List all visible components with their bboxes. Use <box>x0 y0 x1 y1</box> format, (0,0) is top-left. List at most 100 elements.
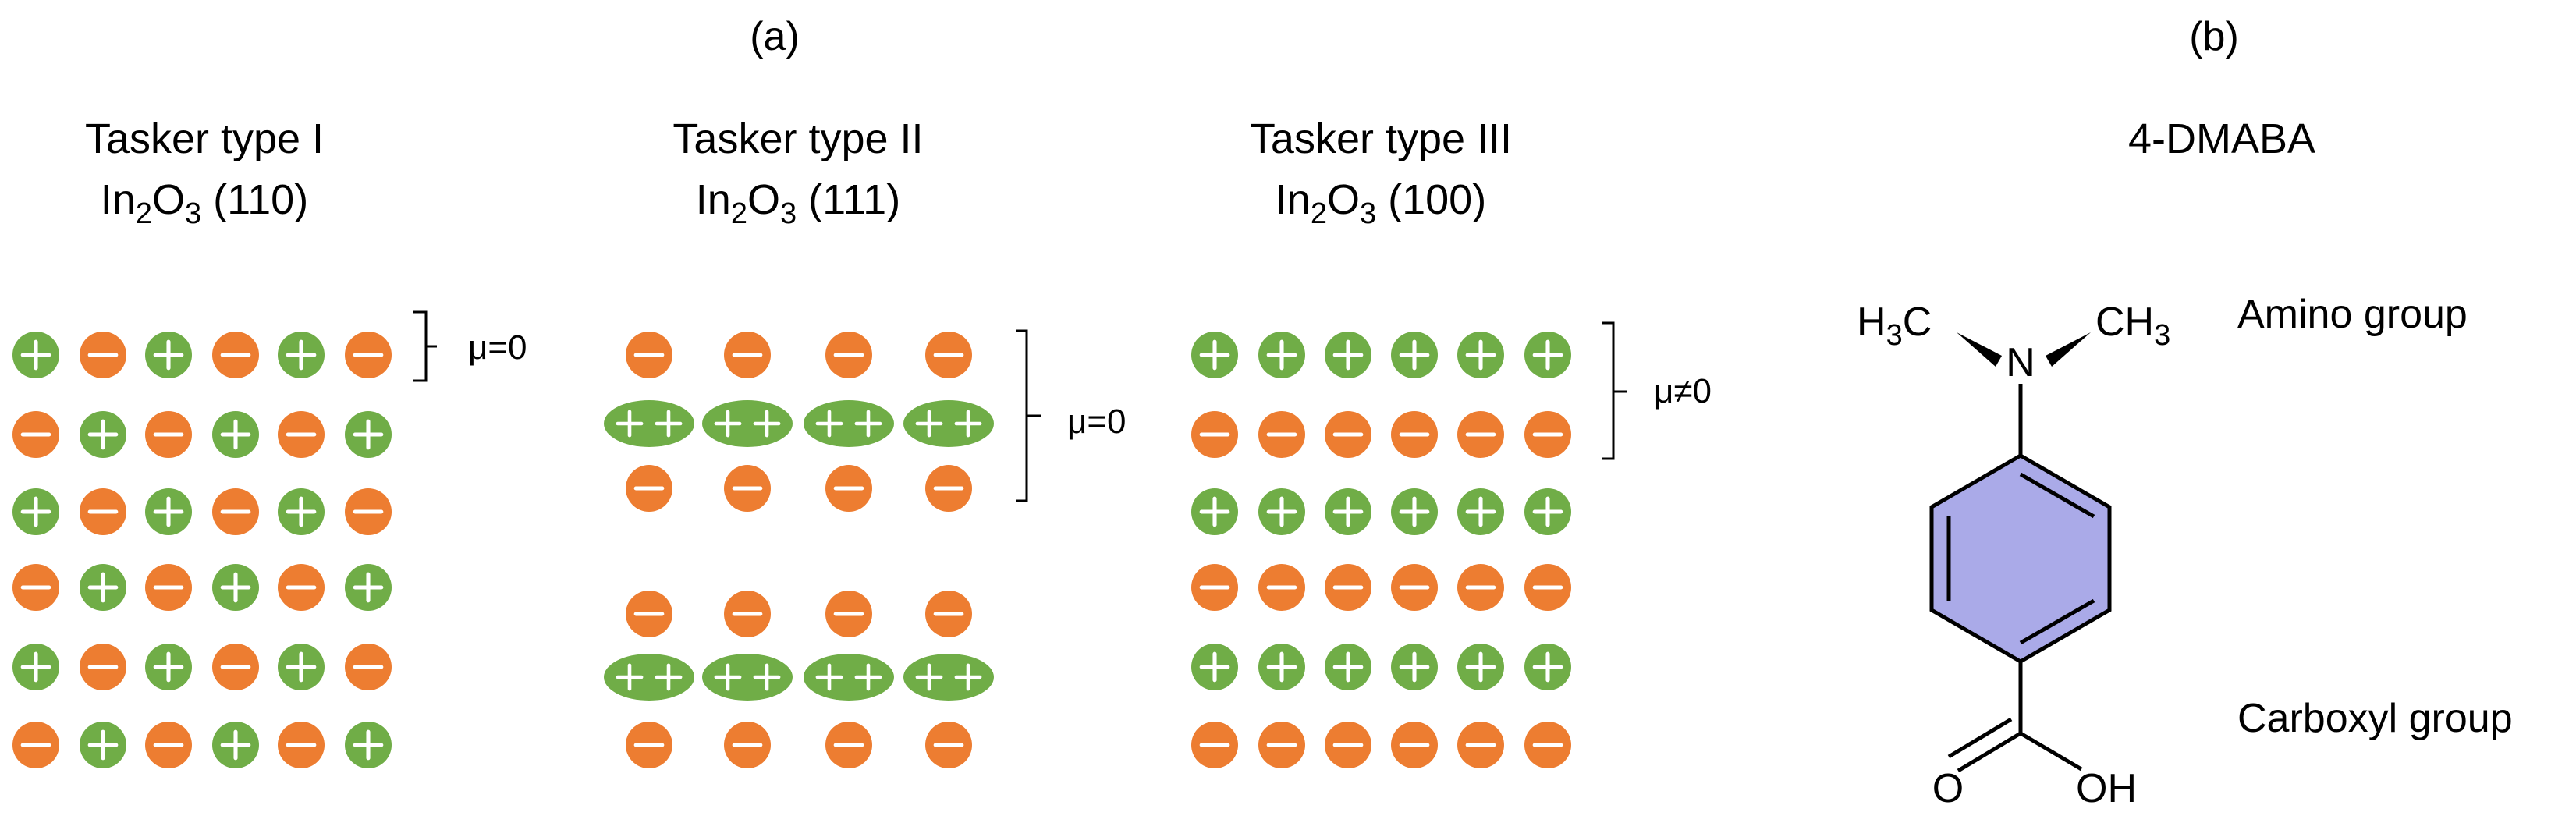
cation-ion <box>1325 332 1371 378</box>
cation-pair <box>804 400 894 447</box>
anion-ion <box>1524 411 1571 458</box>
anion-ion <box>278 564 325 611</box>
tasker-3-lattice <box>1191 332 1571 768</box>
anion-ion <box>925 591 972 637</box>
cation-ion <box>12 332 59 378</box>
tasker-2-dipole: μ=0 <box>1067 403 1127 441</box>
cation-pair <box>702 400 793 447</box>
tasker-3-formula: In2O3 (100) <box>1276 176 1486 230</box>
anion-ion <box>80 488 126 535</box>
cation-ion <box>1258 644 1305 690</box>
cation-pair <box>804 654 894 701</box>
anion-ion <box>626 332 672 378</box>
cation-ion <box>145 332 192 378</box>
anion-ion <box>145 411 192 458</box>
anion-ion <box>12 411 59 458</box>
tasker-1-dipole: μ=0 <box>468 328 527 367</box>
cation-pair <box>903 400 994 447</box>
tasker-1-lattice <box>12 332 392 768</box>
anion-ion <box>345 332 392 378</box>
anion-ion <box>626 591 672 637</box>
anion-ion <box>12 722 59 768</box>
amino-group-label: Amino group <box>2237 292 2468 337</box>
dmaba-molecule: 4-DMABA H3C N CH3 O OH Amino group Carbo… <box>1857 115 2513 811</box>
anion-ion <box>1391 722 1438 768</box>
hydroxyl-bond <box>2019 731 2083 772</box>
anion-ion <box>724 591 771 637</box>
carbonyl-bond-b <box>1947 717 2013 759</box>
anion-ion <box>145 564 192 611</box>
nitrogen-atom: N <box>2006 340 2035 385</box>
anion-ion <box>1191 564 1238 611</box>
cation-ion <box>1191 332 1238 378</box>
hydroxyl-group: OH <box>2076 766 2137 811</box>
cation-ion <box>212 411 259 458</box>
cation-ion <box>212 722 259 768</box>
anion-ion <box>1457 722 1504 768</box>
cation-ion <box>80 722 126 768</box>
cation-ion <box>1524 644 1571 690</box>
wedge-bond-left <box>1957 332 2002 367</box>
cation-ion <box>345 722 392 768</box>
anion-ion <box>1191 722 1238 768</box>
anion-ion <box>626 465 672 512</box>
cation-ion <box>1391 332 1438 378</box>
anion-ion <box>724 465 771 512</box>
anion-ion <box>1258 722 1305 768</box>
benzene-ring <box>1929 453 2112 664</box>
anion-ion <box>825 465 872 512</box>
anion-ion <box>825 722 872 768</box>
anion-ion <box>12 564 59 611</box>
cation-ion <box>345 411 392 458</box>
methyl-left: H3C <box>1857 300 1932 352</box>
tasker-2-formula: In2O3 (111) <box>696 176 900 230</box>
cation-pair <box>604 400 694 447</box>
anion-ion <box>345 488 392 535</box>
cation-ion <box>278 644 325 690</box>
ring-double-bond-2 <box>2019 472 2095 519</box>
tasker-3-dipole: μ≠0 <box>1654 372 1712 410</box>
cation-ion <box>1457 332 1504 378</box>
anion-ion <box>1457 564 1504 611</box>
cation-ion <box>1524 332 1571 378</box>
cation-ion <box>12 644 59 690</box>
panel-label-a: (a) <box>750 14 800 59</box>
tasker-2-lattice <box>604 332 994 768</box>
anion-ion <box>278 722 325 768</box>
cation-ion <box>145 488 192 535</box>
anion-ion <box>724 332 771 378</box>
anion-ion <box>1325 411 1371 458</box>
cation-ion <box>1325 488 1371 535</box>
cation-ion <box>80 411 126 458</box>
anion-ion <box>80 644 126 690</box>
anion-ion <box>1325 722 1371 768</box>
tasker-1-bracket <box>413 310 437 382</box>
anion-ion <box>1524 564 1571 611</box>
anion-ion <box>212 488 259 535</box>
anion-ion <box>1457 411 1504 458</box>
cation-ion <box>212 564 259 611</box>
panel-label-b: (b) <box>2189 14 2239 59</box>
anion-ion <box>145 722 192 768</box>
cation-ion <box>1325 644 1371 690</box>
cation-ion <box>1258 488 1305 535</box>
carboxyl-group-label: Carboxyl group <box>2237 696 2513 741</box>
cation-ion <box>345 564 392 611</box>
cation-ion <box>12 488 59 535</box>
cation-ion <box>80 564 126 611</box>
wedge-bond-right <box>2046 332 2091 367</box>
carbonyl-bond-a <box>1957 731 2022 773</box>
anion-ion <box>278 411 325 458</box>
tasker-2-bracket <box>1016 329 1041 502</box>
tasker-2-title: Tasker type II <box>672 115 923 162</box>
carbonyl-oxygen: O <box>1932 766 1964 811</box>
anion-ion <box>212 332 259 378</box>
anion-ion <box>212 644 259 690</box>
cation-ion <box>1191 488 1238 535</box>
cation-pair <box>604 654 694 701</box>
cation-ion <box>278 332 325 378</box>
tasker-1-title: Tasker type I <box>85 115 324 162</box>
anion-ion <box>1391 411 1438 458</box>
anion-ion <box>1391 564 1438 611</box>
